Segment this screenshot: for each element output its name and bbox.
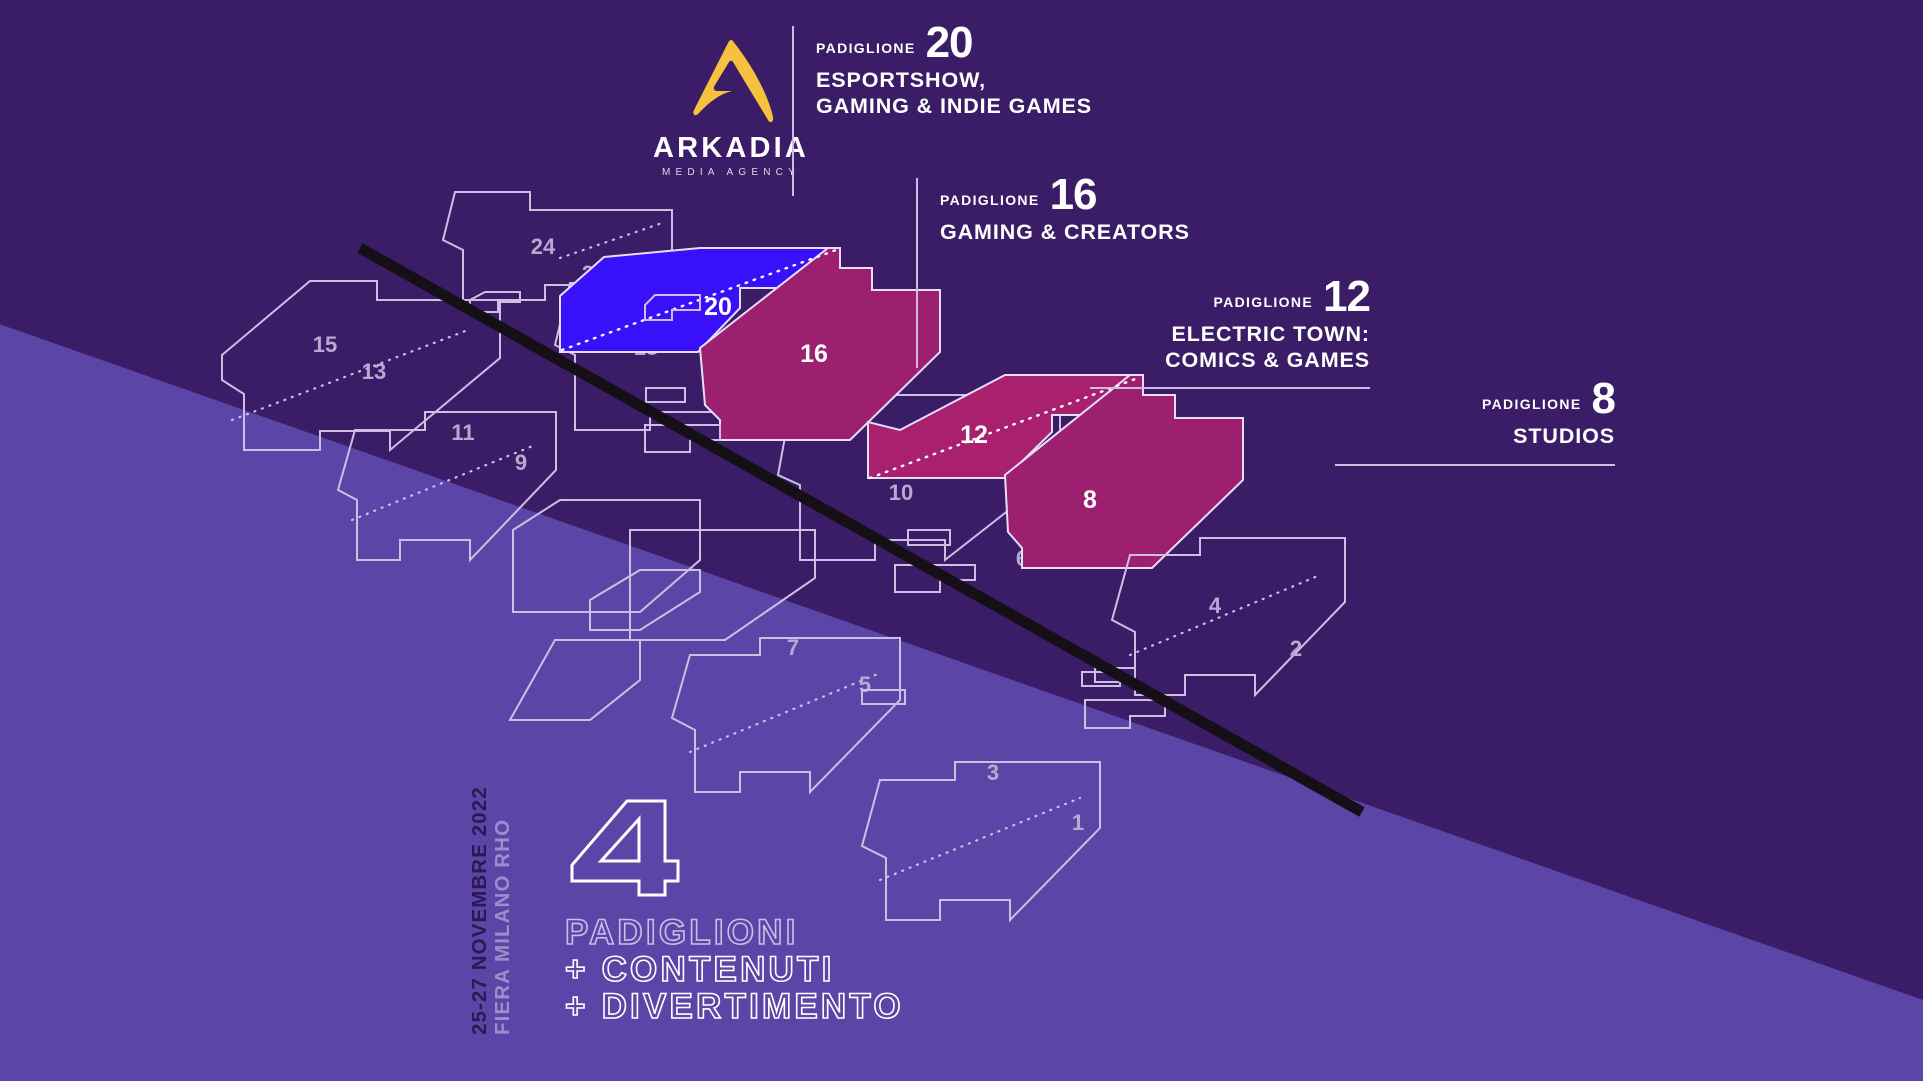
- arkadia-arrow-icon: [693, 40, 774, 123]
- callout-8-title: STUDIOS: [1513, 424, 1615, 449]
- callout-padiglione-20[interactable]: PADIGLIONE 20 ESPORTSHOW, GAMING & INDIE…: [792, 18, 1093, 196]
- pavilion-count-headline: PADIGLIONI: [564, 913, 799, 952]
- callout-20-title: ESPORTSHOW, GAMING & INDIE GAMES: [816, 68, 1093, 118]
- callout-padiglione-12[interactable]: PADIGLIONE 12 ELECTRIC TOWN: COMICS & GA…: [1090, 272, 1371, 389]
- brand-wordmark: ARKADIA: [652, 132, 810, 164]
- event-side-text: 25-27 NOVEMBRE 2022 FIERA MILANO RHO: [468, 735, 514, 1035]
- callout-8-number: 8: [1591, 374, 1617, 423]
- event-venue: FIERA MILANO RHO: [490, 818, 514, 1035]
- event-dates: 25-27 NOVEMBRE 2022: [468, 786, 491, 1035]
- callout-8-kicker: PADIGLIONE: [1481, 396, 1582, 413]
- callout-12-kicker: PADIGLIONE: [1213, 294, 1314, 311]
- callout-padiglione-16[interactable]: PADIGLIONE 16 GAMING & CREATORS: [916, 170, 1190, 367]
- callout-12-connector: [1090, 386, 1370, 389]
- callout-12-number: 12: [1323, 272, 1371, 321]
- callout-20-number: 20: [925, 18, 974, 67]
- pavilion-bullet-2: + DIVERTIMENTO: [564, 987, 904, 1027]
- callout-12-title: ELECTRIC TOWN: COMICS & GAMES: [1165, 322, 1370, 372]
- brand-logo[interactable]: ARKADIA MEDIA AGENCY: [636, 38, 826, 178]
- pavilion-bullet-1: + CONTENUTI: [564, 950, 835, 990]
- callout-16-title: GAMING & CREATORS: [940, 220, 1190, 245]
- outline-number-4: [570, 799, 680, 897]
- callout-20-kicker: PADIGLIONE: [816, 40, 916, 57]
- brand-tagline: MEDIA AGENCY: [662, 167, 800, 178]
- callout-16-number: 16: [1049, 170, 1098, 219]
- callout-padiglione-8[interactable]: PADIGLIONE 8 STUDIOS: [1335, 374, 1617, 466]
- callout-16-kicker: PADIGLIONE: [940, 192, 1040, 209]
- callout-8-connector: [1335, 463, 1615, 466]
- pavilion-count-block: PADIGLIONI + CONTENUTI + DIVERTIMENTO: [564, 795, 904, 1027]
